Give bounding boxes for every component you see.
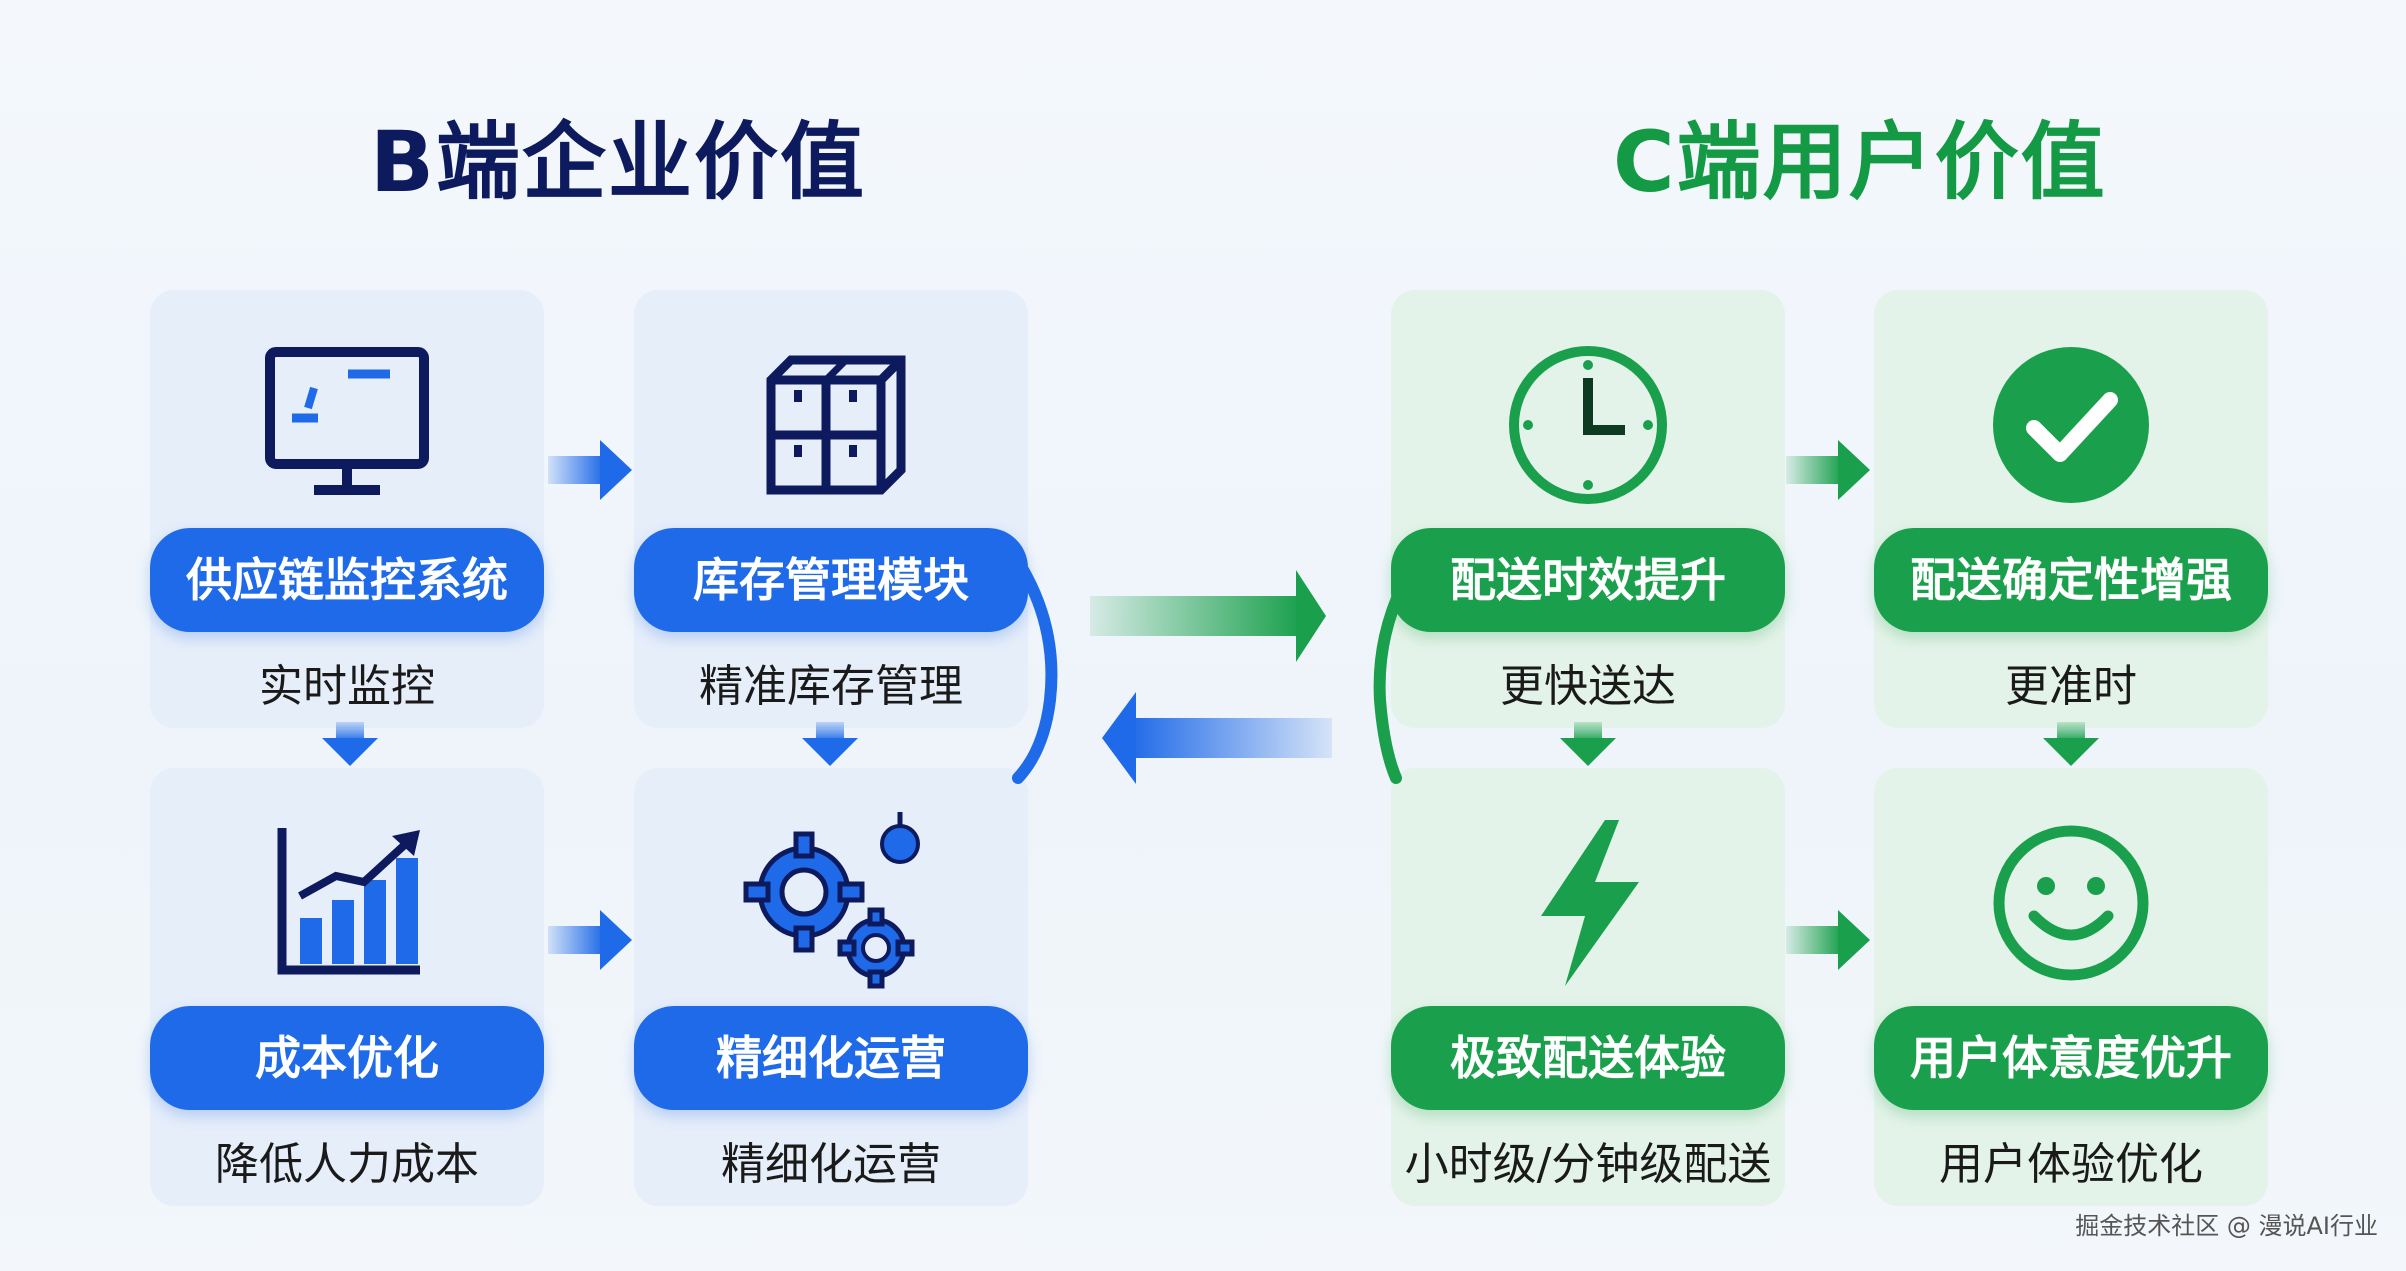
- sub-label: 实时监控: [259, 661, 435, 712]
- card-user-satisfaction: 用户体意度优升 用户体验优化: [1874, 768, 2268, 1206]
- smiley-icon: [1993, 825, 2149, 981]
- card-inventory-module: 库存管理模块 精准库存管理: [634, 290, 1028, 728]
- card-delivery-experience: 极致配送体验 小时级/分钟级配送: [1391, 768, 1785, 1206]
- pill-label: 精细化运营: [634, 1006, 1028, 1110]
- card-cost-optimization: 成本优化 降低人力成本: [150, 768, 544, 1206]
- card-delivery-certainty: 配送确定性增强 更准时: [1874, 290, 2268, 728]
- arrow-right-icon: [1786, 910, 1870, 970]
- arrow-right-icon: [548, 440, 632, 500]
- b-side-title: B端企业价值: [370, 113, 867, 211]
- sub-label: 小时级/分钟级配送: [1404, 1139, 1772, 1190]
- arrow-down-icon: [802, 722, 858, 766]
- sub-label: 更快送达: [1500, 661, 1676, 712]
- pill-label: 用户体意度优升: [1874, 1006, 2268, 1110]
- c-side-title: C端用户价值: [1613, 113, 2107, 211]
- arrow-right-icon: [1786, 440, 1870, 500]
- clock-icon: [1509, 346, 1667, 504]
- sub-label: 精细化运营: [721, 1139, 941, 1190]
- pill-label: 配送确定性增强: [1874, 528, 2268, 632]
- arrow-right-green-icon: [1090, 570, 1326, 662]
- growth-chart-icon: [277, 828, 420, 975]
- arrow-down-icon: [322, 722, 378, 766]
- pill-label: 库存管理模块: [634, 528, 1028, 632]
- lightning-icon: [1541, 820, 1639, 986]
- card-fine-operations: 精细化运营 精细化运营: [634, 768, 1028, 1206]
- gears-icon: [743, 812, 920, 989]
- watermark: 掘金技术社区 @ 漫说AI行业: [2075, 1212, 2378, 1240]
- arrow-left-blue-icon: [1102, 692, 1332, 784]
- pill-label: 成本优化: [150, 1006, 544, 1110]
- sub-label: 用户体验优化: [1939, 1139, 2203, 1190]
- arrow-right-icon: [548, 910, 632, 970]
- pill-label: 配送时效提升: [1391, 528, 1785, 632]
- arrow-down-icon: [1560, 722, 1616, 766]
- monitor-icon: [265, 347, 429, 495]
- pill-label: 极致配送体验: [1391, 1006, 1785, 1110]
- sub-label: 精准库存管理: [699, 661, 963, 712]
- pill-label: 供应链监控系统: [150, 528, 544, 632]
- card-delivery-speed: 配送时效提升 更快送达: [1391, 290, 1785, 728]
- card-supply-chain-monitor: 供应链监控系统 实时监控: [150, 290, 544, 728]
- sub-label: 更准时: [2005, 661, 2137, 712]
- sub-label: 降低人力成本: [215, 1139, 479, 1190]
- check-circle-icon: [1993, 347, 2149, 503]
- arrow-down-icon: [2043, 722, 2099, 766]
- warehouse-shelf-icon: [766, 355, 906, 495]
